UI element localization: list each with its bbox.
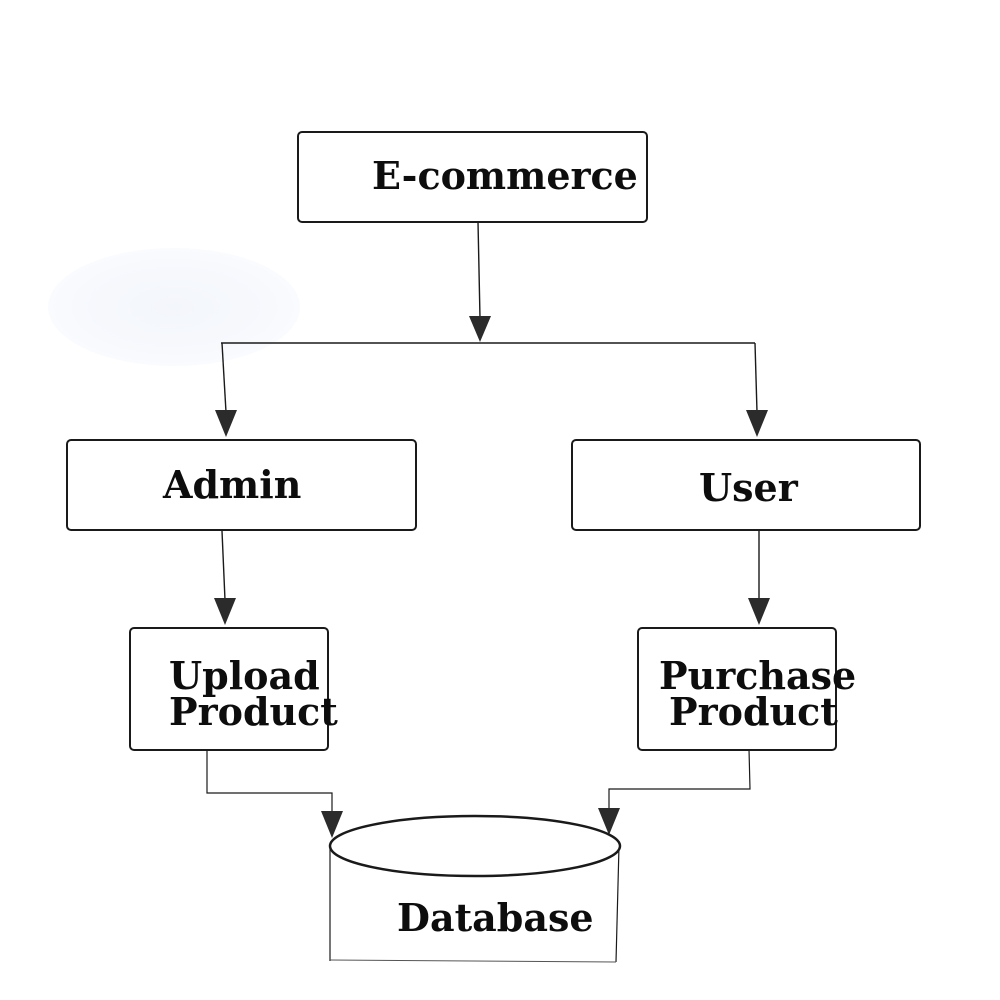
arrowhead-ecommerce-stem [469, 316, 491, 342]
database-top-ellipse [328, 814, 622, 878]
edge-admin-upload [221, 530, 226, 601]
arrowhead-user-purchase [748, 598, 770, 625]
node-upload-product-label-line1: Upload [169, 653, 320, 698]
arrowhead-to-admin [215, 410, 237, 437]
edge-to-admin [221, 342, 227, 413]
node-upload-product: Upload Product [129, 627, 338, 751]
node-upload-product-label-line2: Product [169, 689, 338, 734]
edge-upload-database [206, 751, 333, 812]
edge-purchase-database [608, 748, 751, 809]
node-database-label: Database [397, 895, 594, 940]
node-ecommerce: E-commerce [297, 131, 648, 223]
background-smudge [48, 248, 300, 366]
arrowhead-upload-database [321, 811, 343, 838]
arrowhead-to-user [746, 410, 768, 437]
edge-ecommerce-stem [477, 221, 481, 319]
node-admin-label: Admin [163, 462, 302, 507]
node-admin: Admin [66, 439, 417, 531]
node-ecommerce-label: E-commerce [372, 153, 638, 198]
node-purchase-product: Purchase Product [637, 627, 856, 751]
edge-to-user [754, 342, 758, 413]
database-bottom [329, 959, 617, 963]
arrowhead-admin-upload [214, 598, 236, 625]
node-purchase-product-label-line1: Purchase [659, 653, 857, 698]
database-right-wall [615, 845, 620, 963]
node-user: User [571, 439, 921, 531]
arrowhead-purchase-database [598, 808, 620, 835]
node-purchase-product-label-line2: Product [669, 689, 838, 734]
node-user-label: User [699, 465, 798, 510]
